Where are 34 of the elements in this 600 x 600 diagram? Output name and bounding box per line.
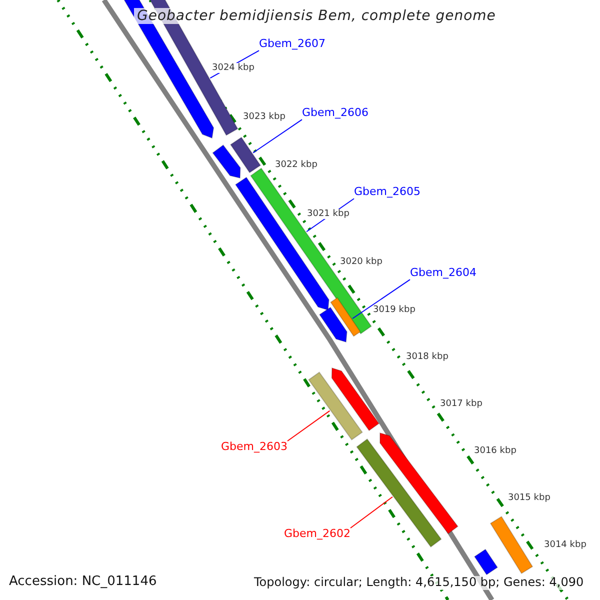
tick-label: 3014 kbp <box>544 540 586 550</box>
gene-feature <box>330 297 361 337</box>
gene-feature <box>474 548 498 576</box>
leader-line <box>352 279 410 319</box>
gene-label: Gbem_2605 <box>354 186 420 199</box>
tick-label: 3015 kbp <box>508 493 550 504</box>
gene-feature <box>490 516 534 574</box>
leader-line <box>350 496 393 528</box>
tick-label: 3019 kbp <box>373 305 416 316</box>
tick-label: 3023 kbp <box>243 112 286 122</box>
tick-label: 3020 kbp <box>340 257 382 268</box>
tick-label: 3021 kbp <box>307 209 350 220</box>
leader-line <box>287 410 330 442</box>
tick-label: 3018 kbp <box>406 352 448 362</box>
gene-label: Gbem_2606 <box>302 107 368 120</box>
gene-feature <box>356 438 442 548</box>
tick-label: 3022 kbp <box>275 160 318 170</box>
gene-feature <box>234 176 330 311</box>
genome-summary: Topology: circular; Length: 4,615,150 bp; Genes: 4,090 <box>254 576 584 590</box>
gene-feature <box>331 367 380 432</box>
gene-label: Gbem_2602 <box>284 528 350 541</box>
tick-label: 3016 kbp <box>474 446 516 456</box>
gene-feature <box>308 372 363 440</box>
gene-feature <box>230 136 262 174</box>
tick-label: 3017 kbp <box>440 399 482 410</box>
leader-line <box>252 119 302 154</box>
tick-label: 3024 kbp <box>212 63 254 74</box>
accession-text: Accession: NC_011146 <box>9 575 157 590</box>
gene-feature <box>380 432 458 534</box>
gene-label: Gbem_2604 <box>410 267 476 280</box>
gene-label: Gbem_2603 <box>221 441 288 454</box>
gene-label: Gbem_2607 <box>259 38 326 51</box>
gene-feature <box>212 144 241 179</box>
gene-feature <box>318 306 348 343</box>
